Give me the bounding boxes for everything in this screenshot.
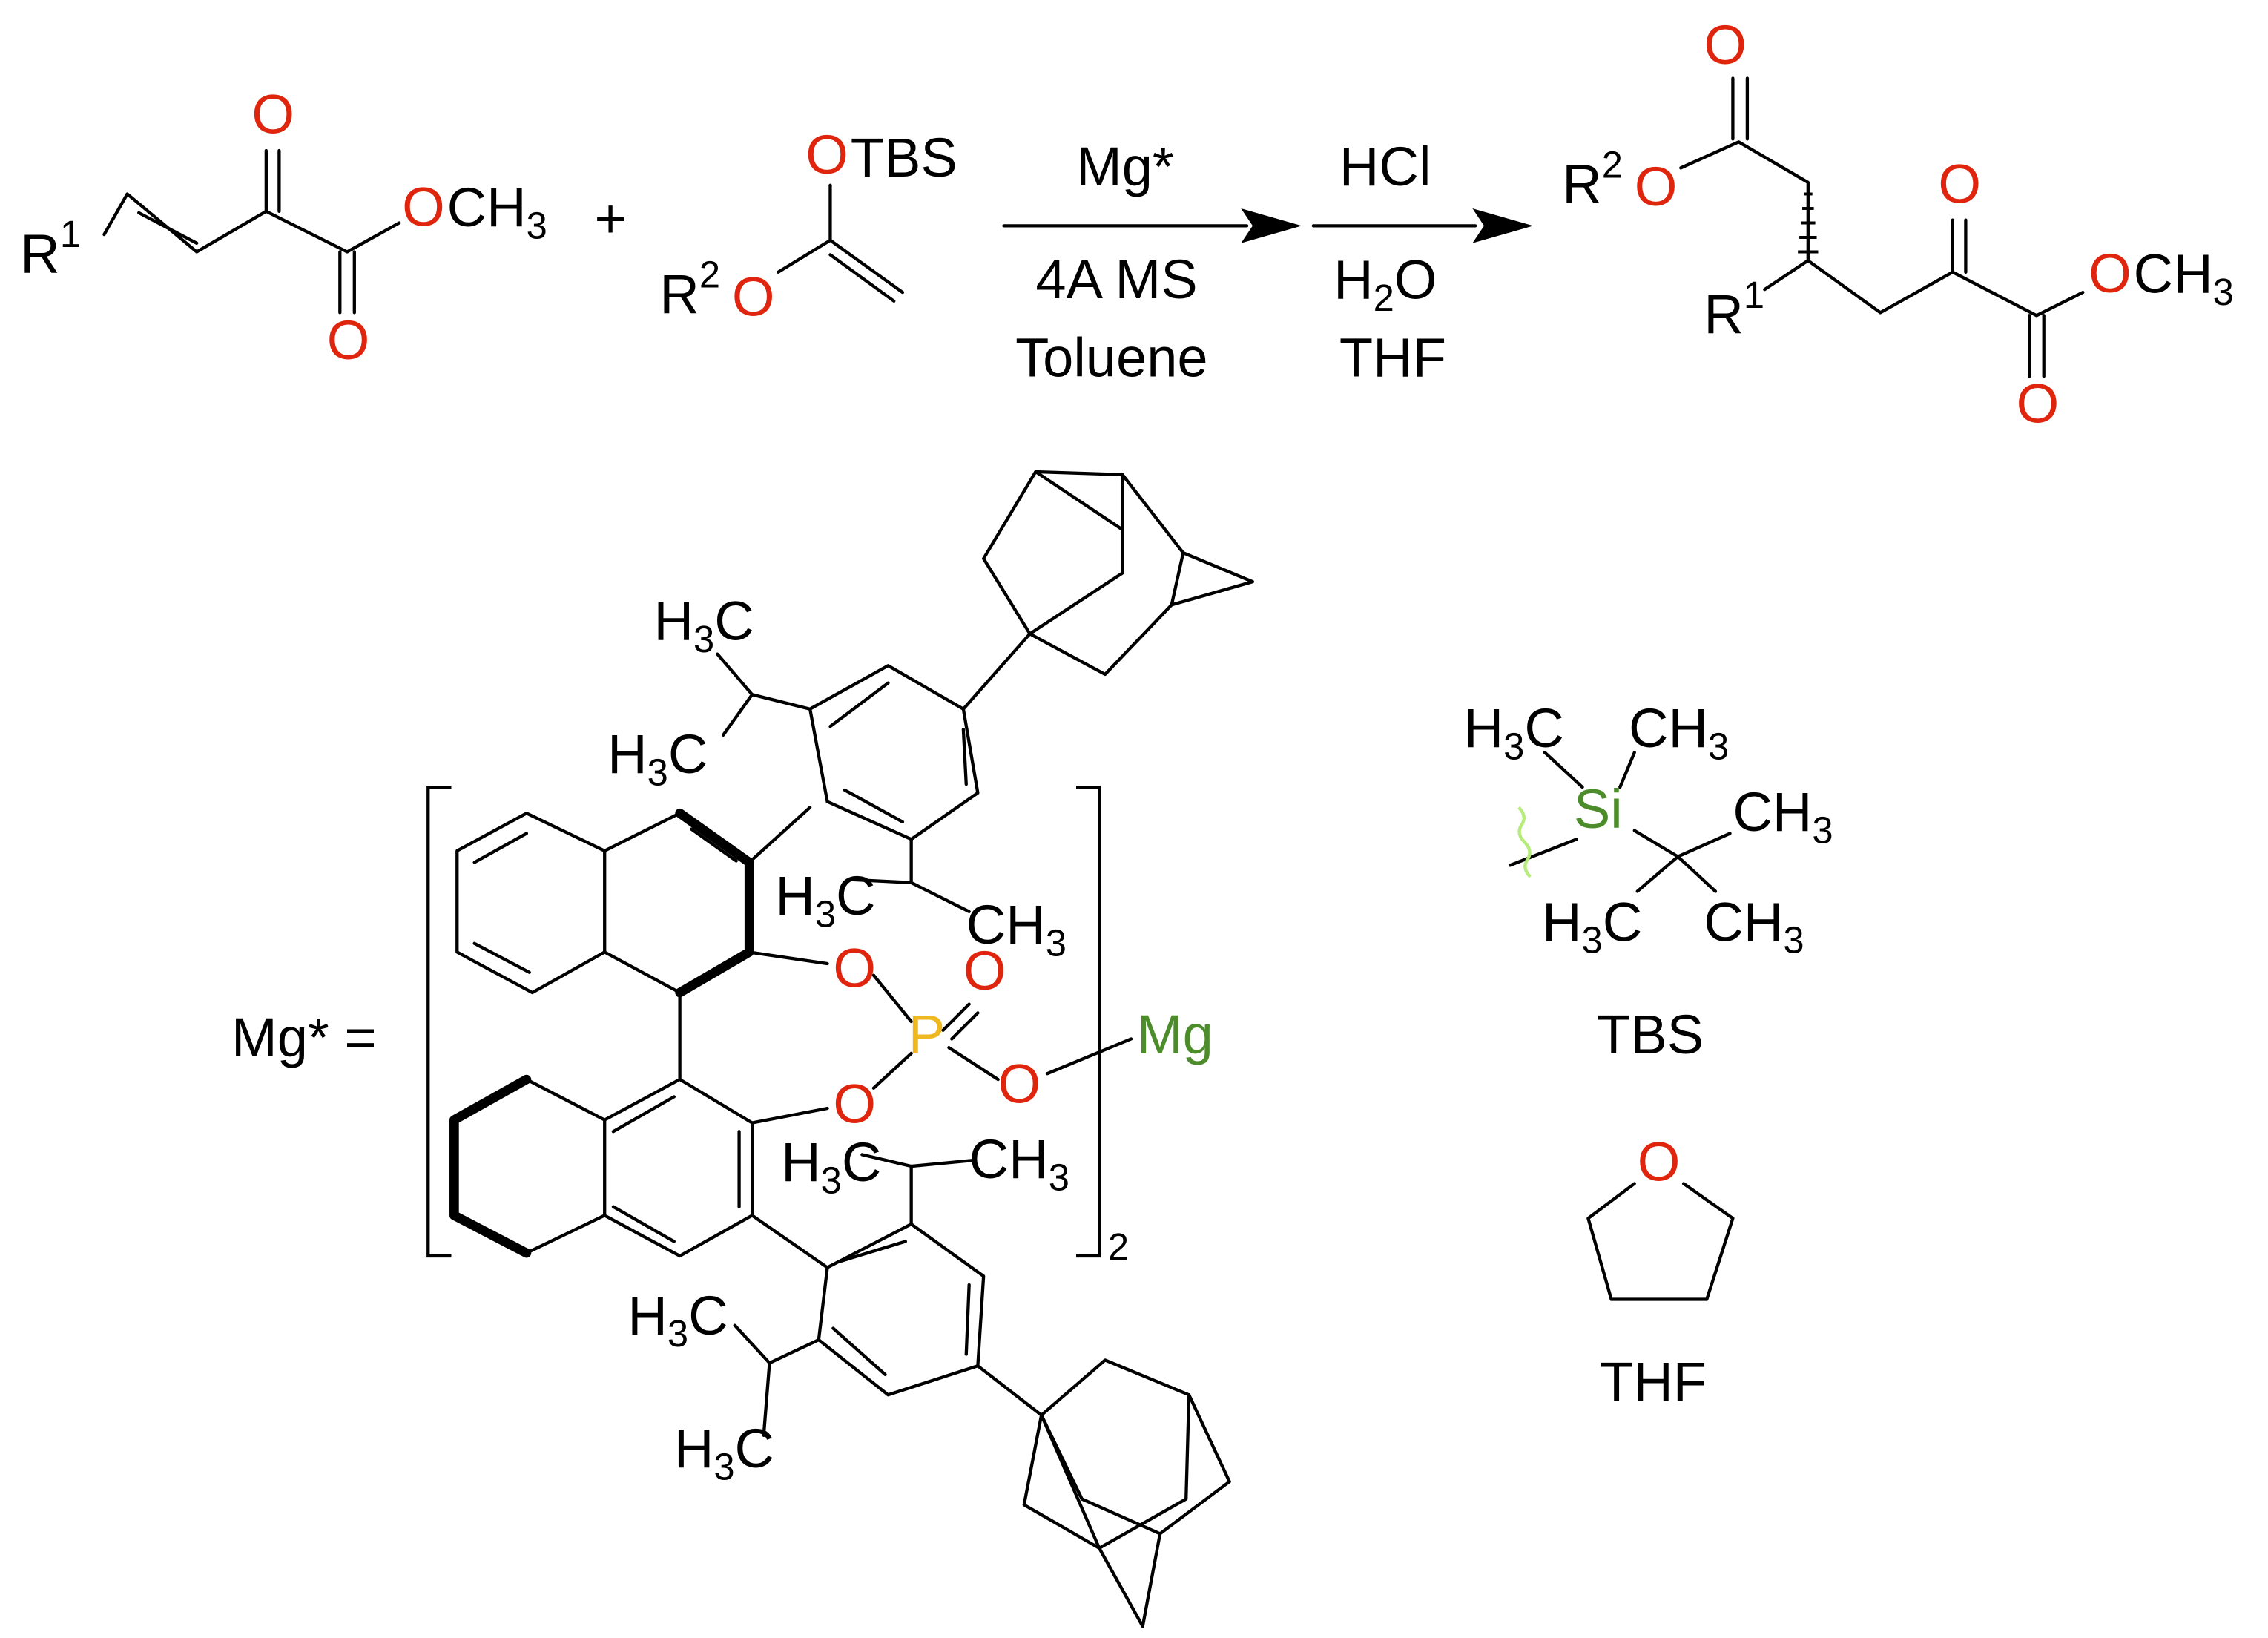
isopropyl-methyl-2: H3C: [607, 723, 708, 794]
reaction-arrows: Mg* 4A MS Toluene HCl H2O THF: [1002, 136, 1534, 388]
product-methyl-label: CH3: [2134, 243, 2234, 313]
isopropyl-methyl-8: H3C: [674, 1418, 774, 1488]
top-carbonyl-oxygen: O: [1704, 14, 1747, 76]
r2-label: R2: [659, 254, 720, 324]
product-methoxy-oxygen: O: [2089, 243, 2132, 304]
isopropyl-methyl-6: CH3: [969, 1128, 1069, 1199]
phosphate-oxygen-lower: O: [833, 1073, 876, 1135]
bracket-subscript: 2: [1108, 1226, 1129, 1269]
r1-label: R1: [20, 213, 81, 283]
reactant-silyl-ketene-acetal: O TBS R2 O: [659, 124, 957, 327]
product-r1-label: R1: [1704, 274, 1764, 344]
tbs-methyl-2: CH3: [1629, 697, 1729, 768]
product-ketone-oxygen: O: [1938, 153, 1981, 214]
tbs-caption: TBS: [1597, 1004, 1704, 1065]
catalyst-label: Mg* =: [231, 1007, 377, 1068]
silicon-atom: Si: [1574, 778, 1623, 840]
catalyst-structure: Mg* = 2 O O P O: [231, 470, 1255, 1628]
thf-oxygen: O: [1638, 1131, 1681, 1193]
phosphoryl-oxygen: O: [963, 940, 1006, 1001]
ester-carbonyl-oxygen: O: [327, 309, 370, 371]
left-bracket: [426, 785, 452, 1258]
thf-caption: THF: [1600, 1351, 1707, 1412]
tbs-methyl-4: H3C: [1542, 891, 1642, 961]
step1-solvent: Toluene: [1015, 326, 1208, 388]
tbs-methyl-3: CH3: [1733, 781, 1833, 852]
product-r2-label: R2: [1562, 144, 1623, 214]
isopropyl-methyl-4: CH3: [966, 894, 1067, 964]
product-ester-carbonyl-oxygen: O: [2017, 373, 2060, 435]
ester-oxygen: O: [732, 266, 775, 327]
methoxy-oxygen: O: [402, 176, 445, 237]
phosphate-oxygen-upper: O: [833, 937, 876, 999]
tbs-methyl-5: CH3: [1704, 891, 1804, 961]
isopropyl-methyl-7: H3C: [627, 1284, 728, 1355]
isopropyl-methyl-3: H3C: [775, 865, 875, 935]
wavy-bond: [1517, 806, 1532, 878]
stereo-hash-wedge: [1798, 192, 1819, 254]
step2-solvent: THF: [1339, 326, 1446, 388]
tbs-methyl-1: H3C: [1464, 697, 1564, 768]
step2-water: H2O: [1334, 249, 1437, 319]
thf-structure: O THF: [1586, 1131, 1735, 1412]
isopropyl-methyl-5: H3C: [781, 1131, 881, 1202]
ketone-oxygen: O: [251, 84, 294, 145]
phosphorus-atom: P: [909, 1004, 945, 1065]
reactant-enone-ketoester: R1 O O O CH3: [20, 84, 547, 371]
product-ester-oxygen: O: [1635, 156, 1678, 217]
product-keto-diester: O R2 O R1 O O CH3 O: [1562, 14, 2234, 435]
isopropyl-methyl-1: H3C: [654, 590, 754, 660]
step1-additive: 4A MS: [1035, 249, 1197, 310]
magnesium-atom: Mg: [1137, 1004, 1213, 1065]
step1-reagent: Mg*: [1076, 136, 1174, 197]
phosphate-oxygen-mg: O: [998, 1053, 1041, 1114]
plus-sign: +: [595, 188, 627, 249]
silyloxy-oxygen: O: [805, 124, 848, 185]
tbs-structure: H3C CH3 Si CH3 H3C CH3 TBS: [1464, 697, 1833, 1065]
step2-reagent: HCl: [1339, 136, 1431, 197]
right-bracket: [1075, 785, 1101, 1258]
tbs-label: TBS: [851, 127, 957, 188]
methyl-label: CH3: [447, 176, 547, 246]
